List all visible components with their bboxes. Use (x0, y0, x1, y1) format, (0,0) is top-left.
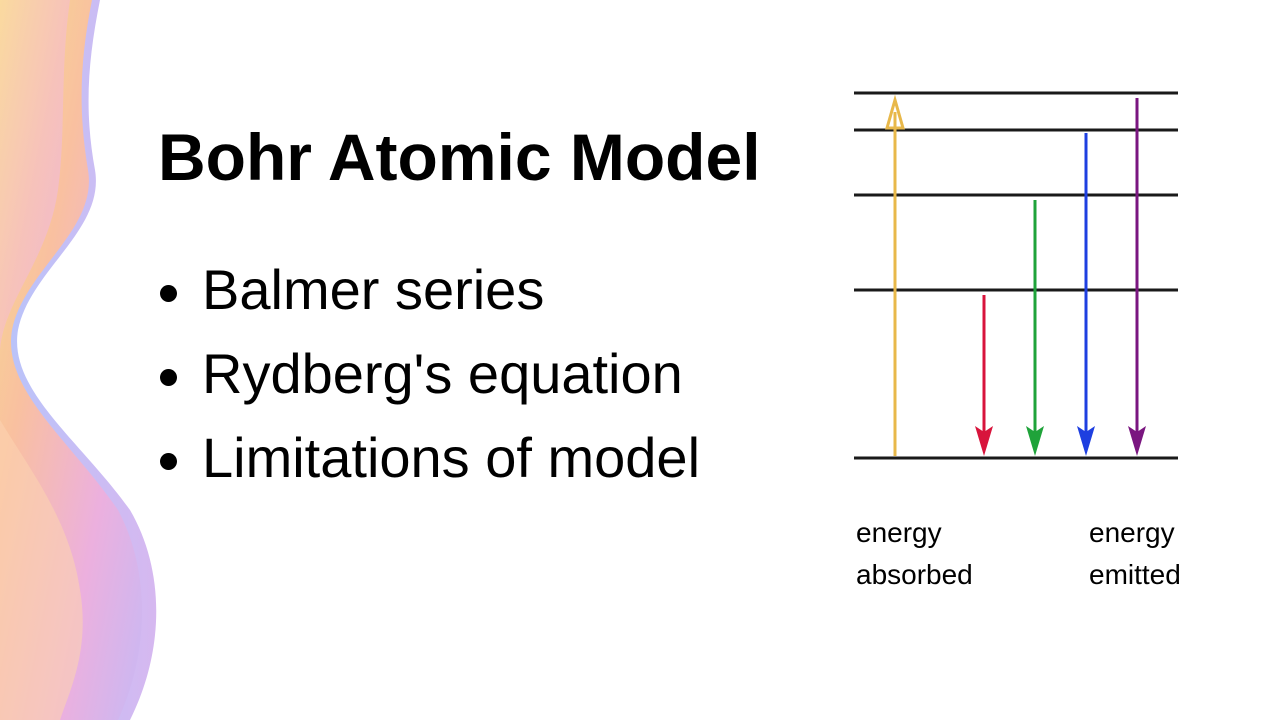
caption-line: energy (1089, 517, 1175, 548)
emitted-arrow-blue (1077, 133, 1095, 456)
bullet-dot-icon (160, 285, 177, 302)
slide-title: Bohr Atomic Model (158, 120, 761, 194)
bullet-text: Rydberg's equation (202, 342, 683, 405)
bullet-text: Limitations of model (202, 426, 701, 489)
energy-level-diagram (854, 91, 1178, 460)
energy-absorbed-caption: energy absorbed (856, 512, 973, 596)
bullet-item: Limitations of model (158, 416, 700, 500)
caption-line: emitted (1089, 559, 1181, 590)
bullet-item: Rydberg's equation (158, 332, 700, 416)
bullet-item: Balmer series (158, 248, 700, 332)
emitted-arrow-green (1026, 200, 1044, 456)
energy-emitted-caption: energy emitted (1089, 512, 1181, 596)
decorative-wave-band (0, 0, 157, 720)
bullet-dot-icon (160, 453, 177, 470)
caption-line: energy (856, 517, 942, 548)
bullet-list: Balmer series Rydberg's equation Limitat… (158, 248, 700, 500)
bullet-dot-icon (160, 369, 177, 386)
caption-line: absorbed (856, 559, 973, 590)
bullet-text: Balmer series (202, 258, 545, 321)
absorbed-arrow (885, 94, 905, 456)
emitted-arrow-purple (1128, 98, 1146, 456)
emitted-arrow-red (975, 295, 993, 456)
